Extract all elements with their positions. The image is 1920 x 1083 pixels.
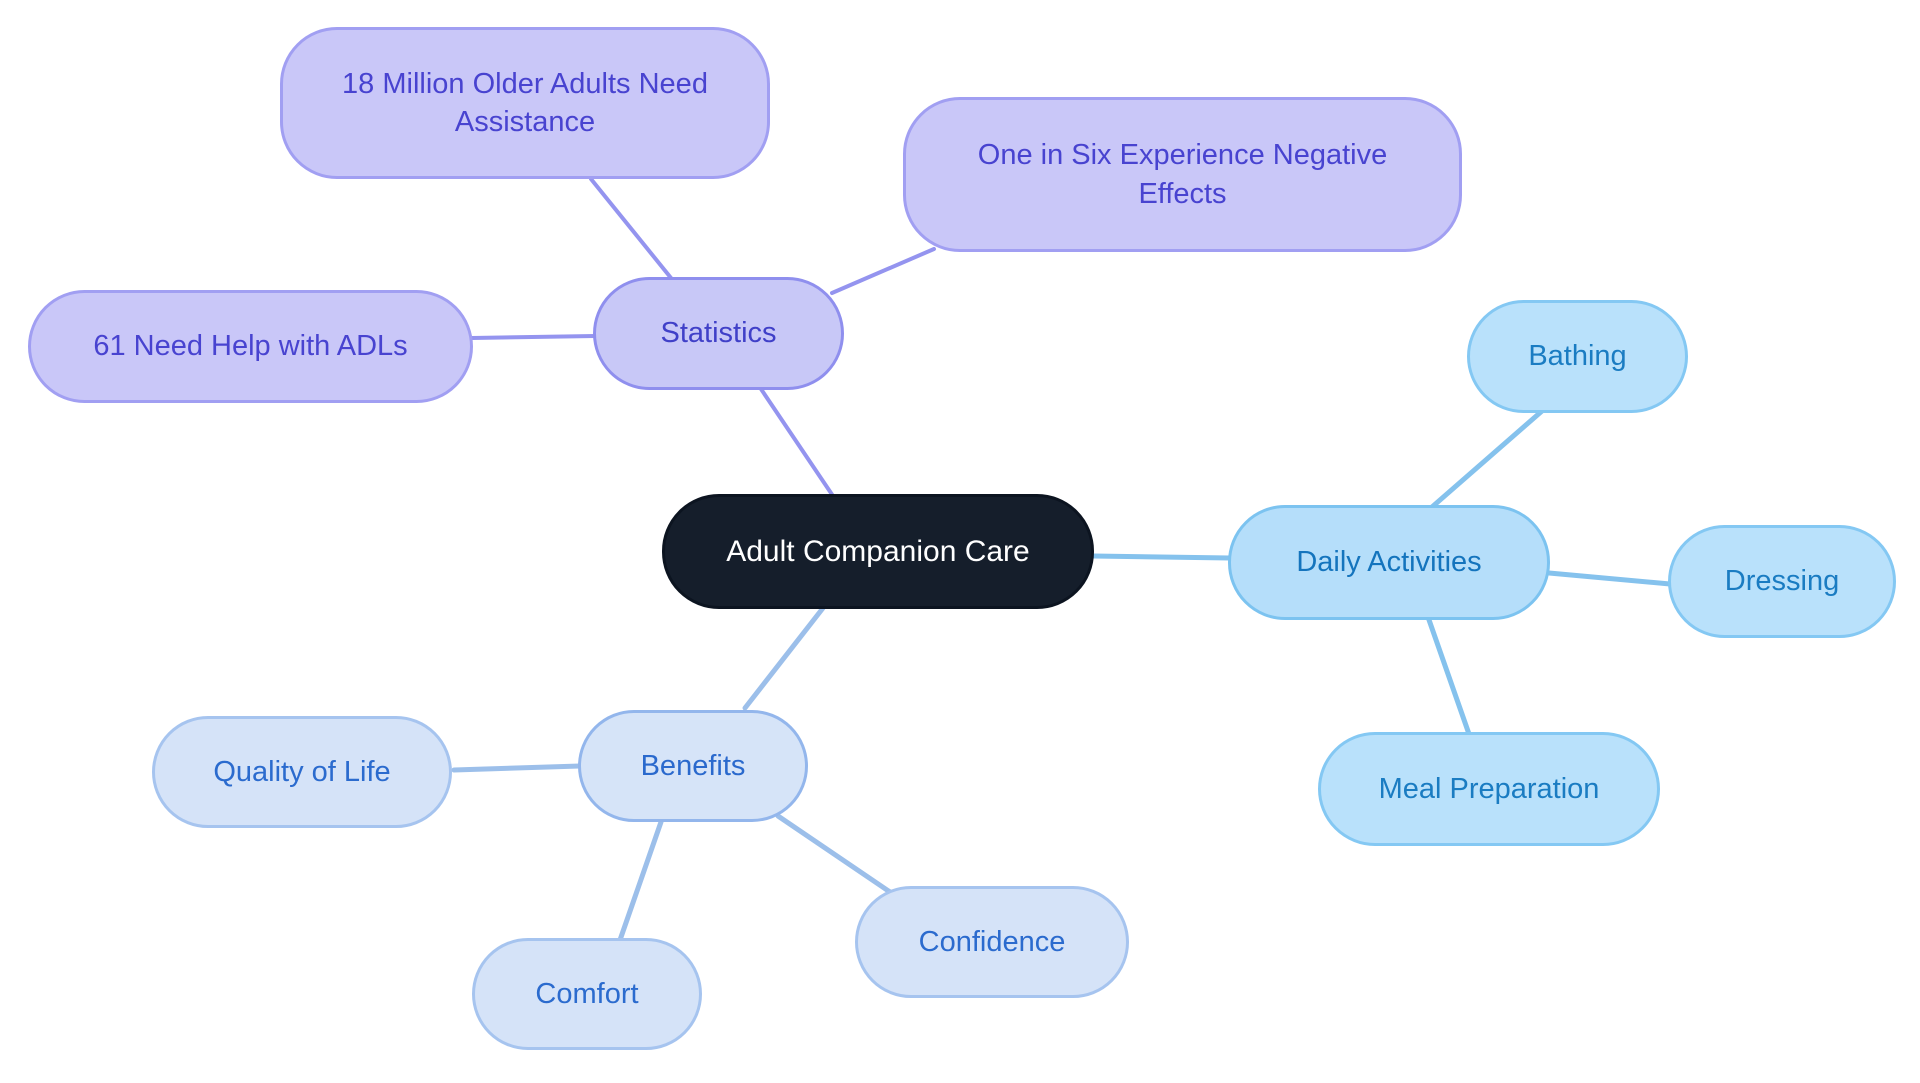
edge-benefits-quality-of-life bbox=[451, 763, 583, 773]
edge-benefits-comfort bbox=[617, 819, 664, 943]
node-daily-activities[interactable]: Daily Activities bbox=[1228, 505, 1550, 620]
node-benefits[interactable]: Benefits bbox=[578, 710, 808, 822]
edge-daily-meal-preparation bbox=[1425, 614, 1472, 737]
edge-root-daily-activities bbox=[1090, 553, 1233, 561]
node-statistics[interactable]: Statistics bbox=[593, 277, 844, 390]
node-one-in-six-negative-effects[interactable]: One in Six Experience Negative Effects bbox=[903, 97, 1462, 252]
node-root-adult-companion-care[interactable]: Adult Companion Care bbox=[662, 494, 1094, 609]
edge-statistics-18million bbox=[589, 177, 673, 280]
edge-root-benefits bbox=[742, 605, 826, 711]
node-meal-preparation[interactable]: Meal Preparation bbox=[1318, 732, 1660, 846]
edge-daily-bathing bbox=[1429, 408, 1545, 510]
edge-statistics-onesix bbox=[830, 247, 936, 295]
node-comfort[interactable]: Comfort bbox=[472, 938, 702, 1050]
node-18-million-older-adults[interactable]: 18 Million Older Adults Need Assistance bbox=[280, 27, 770, 179]
edge-statistics-adl bbox=[470, 334, 597, 340]
node-dressing[interactable]: Dressing bbox=[1668, 525, 1896, 638]
node-confidence[interactable]: Confidence bbox=[855, 886, 1129, 998]
edge-root-statistics bbox=[759, 387, 835, 498]
edge-benefits-confidence bbox=[775, 813, 893, 895]
edge-daily-dressing bbox=[1546, 570, 1673, 587]
node-bathing[interactable]: Bathing bbox=[1467, 300, 1688, 413]
node-quality-of-life[interactable]: Quality of Life bbox=[152, 716, 452, 828]
node-need-help-with-adls[interactable]: 61 Need Help with ADLs bbox=[28, 290, 473, 403]
